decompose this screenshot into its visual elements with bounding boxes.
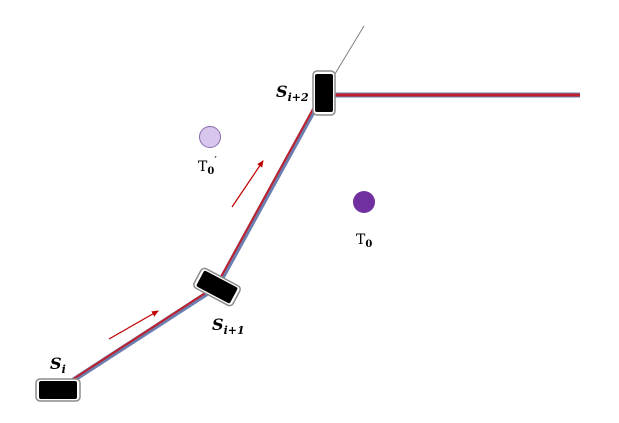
label-si: Si (50, 354, 66, 376)
trajectory-path (56, 90, 580, 393)
direction-arrow-icon (231, 160, 264, 208)
target-dot-icon (353, 191, 375, 213)
path-segment-2 (215, 90, 324, 287)
smartphone-icon (312, 70, 336, 116)
smartphone-icon (193, 267, 241, 307)
smartphone-icon (35, 378, 81, 402)
label-t0-prime: T0′ (198, 154, 217, 177)
path-underlay (56, 90, 327, 393)
path-segment-1 (57, 285, 217, 390)
label-si1: Si+1 (212, 315, 245, 337)
label-si2: Si+2 (276, 82, 309, 104)
direction-arrow-icon (108, 310, 159, 340)
label-t0: T0 (356, 232, 372, 250)
target-ghost-dot-icon (199, 126, 221, 148)
